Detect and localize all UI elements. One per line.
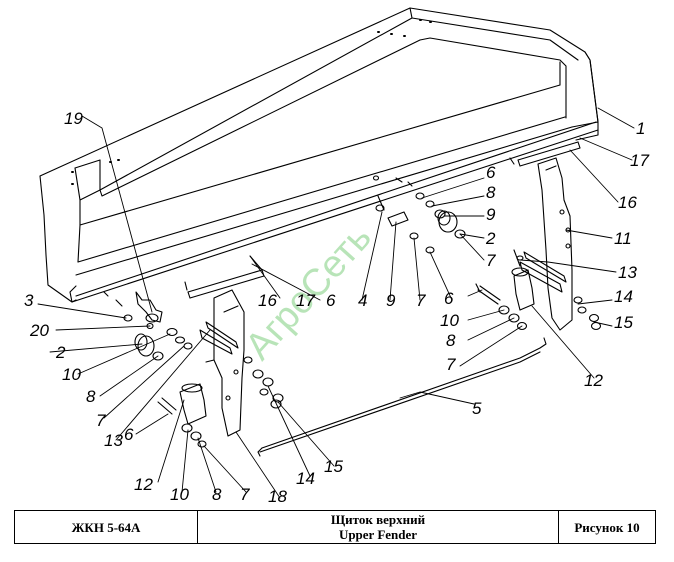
model-cell: ЖКН 5-64А: [15, 511, 198, 543]
figure-number: Рисунок 10: [574, 519, 640, 535]
callout-6: 6: [444, 289, 454, 308]
model-code: ЖКН 5-64А: [71, 519, 141, 535]
callout-15: 15: [614, 313, 633, 332]
callout-14: 14: [296, 469, 315, 488]
center-fastener-stack: [372, 175, 466, 254]
callout-10: 10: [62, 365, 81, 384]
part-name-english: Upper Fender: [338, 527, 418, 542]
right-rod: [509, 141, 581, 167]
callout-10: 10: [440, 311, 459, 330]
callout-labels: 1 17 16 11 13 14 15 12 6 8 9 2 7 6 10 8 …: [24, 109, 649, 506]
part-name-russian: Щиток верхний: [330, 512, 426, 527]
callout-17: 17: [630, 151, 649, 170]
callout-6: 6: [326, 291, 336, 310]
callout-3: 3: [24, 291, 34, 310]
right-bracket: [511, 157, 602, 331]
long-rod: [257, 337, 547, 457]
callout-7: 7: [486, 251, 496, 270]
callout-8: 8: [212, 485, 222, 504]
callout-17: 17: [296, 291, 315, 310]
callout-6: 6: [124, 425, 134, 444]
callout-15: 15: [324, 457, 343, 476]
callout-11: 11: [614, 229, 632, 248]
callout-7: 7: [96, 411, 106, 430]
callout-1: 1: [636, 119, 645, 138]
callout-13: 13: [618, 263, 637, 282]
left-rod: [184, 255, 265, 299]
part-name-cell: Щиток верхний Upper Fender: [198, 511, 559, 543]
callout-8: 8: [486, 183, 496, 202]
callout-16: 16: [258, 291, 277, 310]
callout-14: 14: [614, 287, 633, 306]
callout-7: 7: [446, 355, 456, 374]
callout-2: 2: [485, 229, 496, 248]
callout-10: 10: [170, 485, 189, 504]
callout-16: 16: [618, 193, 637, 212]
callout-8: 8: [446, 331, 456, 350]
figure-cell: Рисунок 10: [559, 511, 655, 543]
callout-18: 18: [268, 487, 287, 506]
body-hole-marks: [71, 19, 432, 185]
callout-4: 4: [358, 291, 367, 310]
callout-20: 20: [29, 321, 49, 340]
callout-19: 19: [64, 109, 83, 128]
callout-13: 13: [104, 431, 123, 450]
right-lower-fastener-stack: [475, 283, 528, 331]
left-bracket: [157, 289, 284, 448]
callout-12: 12: [584, 371, 603, 390]
callout-8: 8: [86, 387, 96, 406]
callout-9: 9: [386, 291, 396, 310]
callout-2: 2: [55, 343, 66, 362]
title-block: ЖКН 5-64А Щиток верхний Upper Fender Рис…: [14, 510, 656, 544]
callout-12: 12: [134, 475, 153, 494]
callout-6: 6: [486, 163, 496, 182]
callout-7: 7: [416, 291, 426, 310]
callout-5: 5: [472, 399, 482, 418]
exploded-assembly-drawing: АгроСеть 1 17 16 11 13 14 15 12 6 8 9 2 …: [24, 7, 649, 506]
callout-9: 9: [486, 205, 496, 224]
leader-lines: [37, 107, 635, 499]
callout-7: 7: [240, 485, 250, 504]
